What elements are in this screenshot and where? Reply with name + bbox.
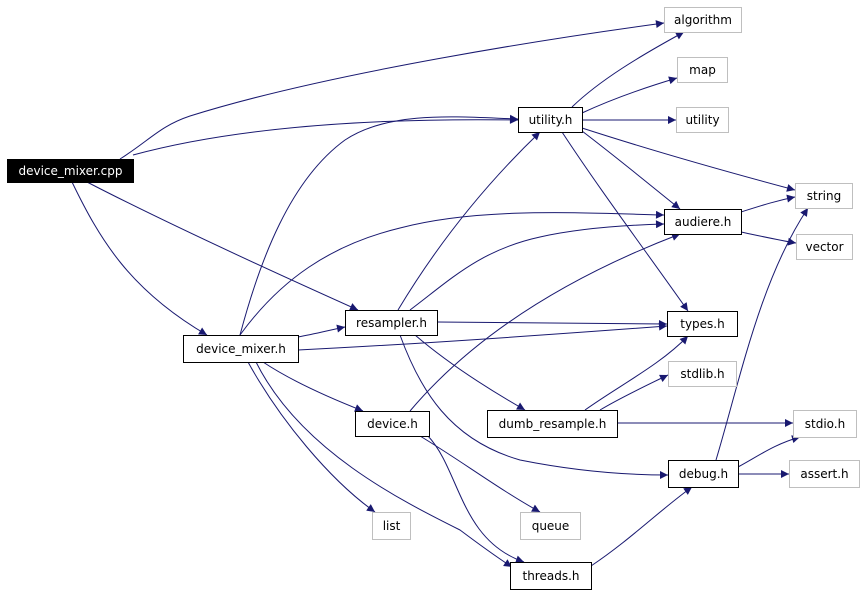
edge-device-mixer-h-to-types-h	[297, 322, 668, 351]
edge-device-mixer-h-to-audiere-h	[239, 210, 665, 336]
node-resampler-h[interactable]: resampler.h	[345, 310, 438, 336]
edge-device-mixer-h-to-device-h	[262, 361, 364, 412]
edge-device-h-to-threads-h	[427, 435, 525, 564]
node-utility[interactable]: utility	[676, 107, 729, 133]
edge-device-h-to-audiere-h	[409, 233, 681, 412]
node-label: dumb_resample.h	[499, 417, 607, 431]
node-box	[183, 335, 299, 363]
node-box	[668, 361, 737, 387]
edge-device-mixer-h-to-threads-h	[255, 361, 513, 568]
node-dumb-resample-h[interactable]: dumb_resample.h	[487, 410, 618, 438]
node-label: device_mixer.h	[196, 342, 286, 356]
node-box	[664, 7, 742, 33]
node-box	[355, 411, 430, 437]
node-map[interactable]: map	[677, 57, 728, 83]
node-label: vector	[805, 240, 843, 254]
edge-device-mixer-cpp-to-resampler-h	[86, 181, 359, 311]
edge-utility-h-to-algorithm	[571, 31, 685, 108]
node-box	[487, 410, 618, 438]
node-label: audiere.h	[675, 215, 732, 229]
edge-utility-h-to-types-h	[561, 131, 689, 312]
edge-audiere-h-to-string	[740, 194, 796, 213]
node-label: map	[689, 63, 716, 77]
node-label: device.h	[367, 417, 418, 431]
node-debug-h[interactable]: debug.h	[668, 460, 739, 488]
node-box	[520, 512, 581, 540]
edge-device-mixer-cpp-to-utility-h	[132, 115, 519, 156]
edge-device-mixer-cpp-to-device-mixer-h	[71, 181, 208, 336]
node-label: string	[807, 189, 841, 203]
node-box	[510, 562, 592, 590]
edge-device-h-to-queue	[419, 435, 541, 513]
node-box	[789, 460, 860, 488]
edge-dumb-resample-h-to-types-h	[584, 335, 689, 411]
edge-threads-h-to-debug-h	[590, 486, 693, 567]
node-label: queue	[532, 519, 570, 533]
edge-debug-h-to-string	[715, 207, 809, 461]
node-vector[interactable]: vector	[796, 234, 853, 260]
node-box	[345, 310, 438, 336]
node-box	[676, 107, 729, 133]
node-device-mixer-h[interactable]: device_mixer.h	[183, 335, 299, 363]
node-box	[667, 311, 738, 337]
node-box	[668, 460, 739, 488]
node-box	[664, 209, 742, 235]
edge-debug-h-to-stdio-h	[737, 435, 801, 468]
node-threads-h[interactable]: threads.h	[510, 562, 592, 590]
edge-resampler-h-to-types-h	[436, 319, 668, 328]
edge-dumb-resample-h-to-stdlib-h	[599, 374, 669, 411]
node-label: debug.h	[679, 467, 728, 481]
edge-utility-h-to-audiere-h	[581, 130, 681, 210]
edge-device-mixer-h-to-utility-h	[239, 114, 519, 336]
node-label: utility	[685, 113, 719, 127]
node-label: threads.h	[522, 569, 579, 583]
edge-resampler-h-to-dumb-resample-h	[414, 334, 526, 411]
node-label: utility.h	[529, 113, 573, 127]
edge-device-mixer-cpp-to-algorithm	[119, 20, 665, 160]
node-box	[518, 107, 583, 133]
node-audiere-h[interactable]: audiere.h	[664, 209, 742, 235]
edge-utility-h-to-map	[581, 76, 678, 114]
node-assert-h[interactable]: assert.h	[789, 460, 860, 488]
node-label: assert.h	[800, 467, 848, 481]
node-algorithm[interactable]: algorithm	[664, 7, 742, 33]
node-box	[795, 183, 853, 209]
node-label: stdio.h	[805, 417, 845, 431]
node-stdlib-h[interactable]: stdlib.h	[668, 361, 737, 387]
node-box	[7, 159, 134, 183]
node-label: list	[383, 519, 401, 533]
node-label: algorithm	[674, 13, 732, 27]
node-device-mixer-cpp[interactable]: device_mixer.cpp	[7, 159, 134, 183]
edge-resampler-h-to-audiere-h	[409, 220, 665, 311]
nodes-layer: device_mixer.cpp algorithm map utility utili…	[7, 7, 860, 590]
node-label: resampler.h	[356, 316, 427, 330]
node-utility-h[interactable]: utility.h	[518, 107, 583, 133]
node-label: stdlib.h	[680, 367, 724, 381]
edge-resampler-h-to-debug-h	[399, 334, 669, 479]
node-device-h[interactable]: device.h	[355, 411, 430, 437]
edge-resampler-h-to-utility-h	[397, 131, 541, 311]
edge-audiere-h-to-vector	[740, 231, 797, 246]
node-box	[372, 512, 411, 540]
node-label: types.h	[680, 317, 724, 331]
edge-device-mixer-h-to-list	[247, 361, 376, 513]
node-stdio-h[interactable]: stdio.h	[793, 410, 857, 438]
node-queue[interactable]: queue	[520, 512, 581, 540]
node-box	[793, 410, 857, 438]
node-types-h[interactable]: types.h	[667, 311, 738, 337]
node-label: device_mixer.cpp	[18, 164, 122, 178]
node-list[interactable]: list	[372, 512, 411, 540]
node-box	[796, 234, 853, 260]
edge-utility-h-to-string	[581, 127, 796, 192]
edge-device-mixer-h-to-resampler-h	[297, 324, 346, 338]
node-box	[677, 57, 728, 83]
edges-layer	[71, 20, 809, 568]
node-string[interactable]: string	[795, 183, 853, 209]
